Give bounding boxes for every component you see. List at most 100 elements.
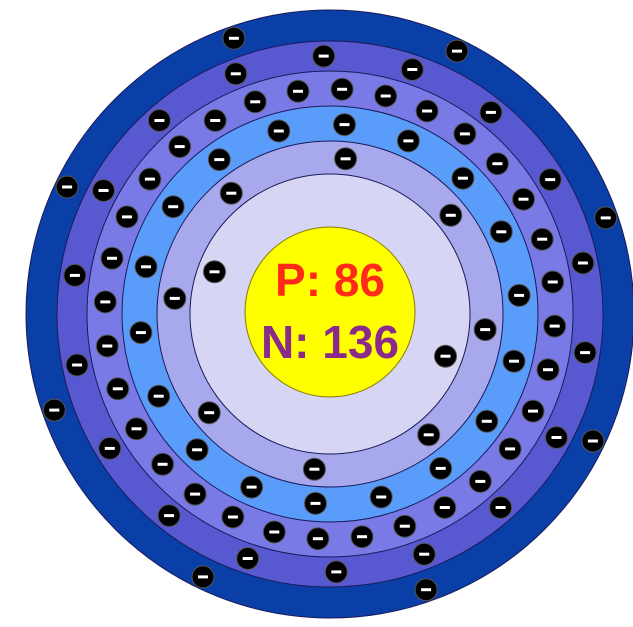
electron-minus-sign — [578, 262, 588, 265]
electron — [158, 505, 180, 527]
electron — [94, 291, 116, 313]
electron-minus-sign — [475, 480, 485, 483]
electron-minus-sign — [210, 270, 220, 273]
electron — [305, 492, 327, 514]
electron — [241, 476, 263, 498]
electron — [225, 63, 247, 85]
electron — [93, 180, 115, 202]
electron-minus-sign — [274, 130, 284, 133]
electron-minus-sign — [319, 55, 329, 58]
electron — [303, 458, 325, 480]
electron-minus-sign — [496, 230, 506, 233]
neutron-count-label: N: 136 — [261, 316, 399, 368]
electron — [96, 335, 118, 357]
electron — [435, 345, 457, 367]
electron — [204, 110, 226, 132]
electron-minus-sign — [210, 119, 220, 122]
electron-minus-sign — [231, 72, 241, 75]
electron — [313, 45, 335, 67]
electron-minus-sign — [122, 215, 132, 218]
electron-minus-sign — [458, 177, 468, 180]
electron-minus-sign — [441, 355, 451, 358]
electron-minus-sign — [204, 411, 214, 414]
electron-minus-sign — [400, 525, 410, 528]
electron-minus-sign — [492, 162, 502, 165]
electron-minus-sign — [340, 123, 350, 126]
electron-minus-sign — [164, 514, 174, 517]
electron — [223, 27, 245, 49]
electron-minus-sign — [229, 37, 239, 40]
electron-minus-sign — [482, 420, 492, 423]
electron — [184, 483, 206, 505]
electron — [169, 136, 191, 158]
electron — [546, 427, 568, 449]
electron-minus-sign — [309, 468, 319, 471]
electron-minus-sign — [460, 132, 470, 135]
electron — [582, 430, 604, 452]
electron-minus-sign — [543, 368, 553, 371]
electron-minus-sign — [422, 110, 432, 113]
electron-minus-sign — [548, 281, 558, 284]
electron — [139, 168, 161, 190]
electron-minus-sign — [154, 395, 164, 398]
electron-minus-sign — [552, 436, 562, 439]
electron-minus-sign — [505, 447, 515, 450]
electron — [499, 438, 521, 460]
electron — [401, 59, 423, 81]
electron — [220, 182, 242, 204]
electron — [268, 120, 290, 142]
electron — [469, 470, 491, 492]
electron — [531, 228, 553, 250]
electron — [490, 497, 512, 519]
electron — [351, 526, 373, 548]
electron — [522, 400, 544, 422]
electron — [416, 100, 438, 122]
electron — [116, 206, 138, 228]
electron — [430, 457, 452, 479]
electron-minus-sign — [480, 328, 490, 331]
electron-minus-sign — [214, 158, 224, 161]
electron — [335, 148, 357, 170]
electron-minus-sign — [486, 111, 496, 114]
electron — [595, 207, 617, 229]
electron — [107, 378, 129, 400]
electron — [544, 315, 566, 337]
electron — [394, 515, 416, 537]
electron — [454, 123, 476, 145]
electron — [542, 271, 564, 293]
electron-minus-sign — [70, 274, 80, 277]
electron — [486, 153, 508, 175]
electron-minus-sign — [519, 198, 529, 201]
electron — [237, 548, 259, 570]
electron-minus-sign — [228, 516, 238, 519]
electron — [66, 354, 88, 376]
electron-minus-sign — [440, 506, 450, 509]
electron-minus-sign — [446, 214, 456, 217]
electron-minus-sign — [243, 557, 253, 560]
electron-minus-sign — [341, 157, 351, 160]
electron-minus-sign — [601, 216, 611, 219]
electron — [474, 319, 496, 341]
electron-minus-sign — [421, 588, 431, 591]
electron-minus-sign — [293, 90, 303, 93]
electron-minus-sign — [250, 100, 260, 103]
electron-minus-sign — [100, 300, 110, 303]
electron-minus-sign — [190, 493, 200, 496]
electron-minus-sign — [509, 360, 519, 363]
electron — [574, 342, 596, 364]
electron — [148, 110, 170, 132]
electron — [198, 402, 220, 424]
electron-minus-sign — [141, 265, 151, 268]
electron-minus-sign — [376, 496, 386, 499]
electron — [99, 437, 121, 459]
electron-minus-sign — [588, 440, 598, 443]
electron-minus-sign — [550, 325, 560, 328]
electron-minus-sign — [107, 257, 117, 260]
electron-minus-sign — [580, 351, 590, 354]
electron — [135, 256, 157, 278]
electron — [152, 453, 174, 475]
electron — [263, 521, 285, 543]
electron — [370, 486, 392, 508]
electron-minus-sign — [136, 331, 146, 334]
electron-minus-sign — [514, 294, 524, 297]
